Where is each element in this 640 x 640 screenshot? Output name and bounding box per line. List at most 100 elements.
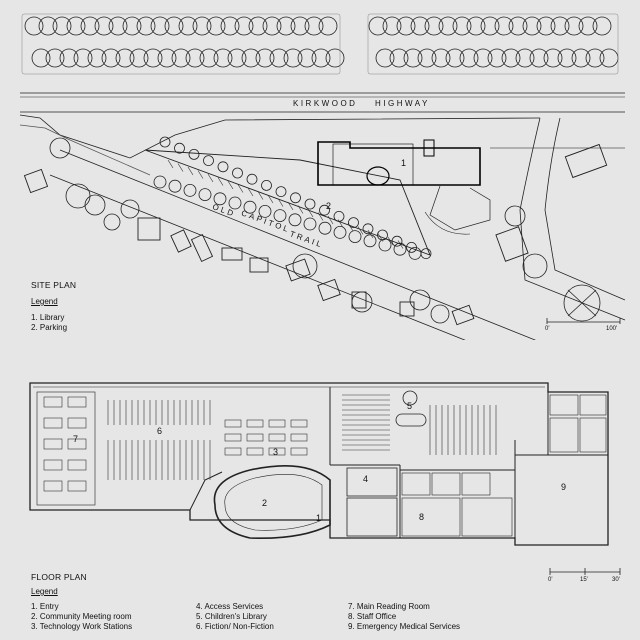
parking-stall — [357, 226, 364, 235]
entry-plaza — [429, 185, 491, 231]
tree-icon — [273, 209, 287, 223]
work-station — [246, 433, 264, 442]
tree-icon — [536, 16, 556, 36]
tree-icon — [409, 289, 431, 311]
tree-icon — [550, 16, 570, 36]
tree-icon — [198, 188, 212, 202]
floor-legend-item: 2. Community Meeting room — [31, 612, 132, 621]
tree-icon — [108, 16, 128, 36]
tree-icon — [297, 48, 317, 68]
floor-scale-bar — [549, 568, 621, 575]
tree-icon — [377, 229, 388, 241]
tree-icon — [368, 16, 388, 36]
tree-icon — [241, 48, 261, 68]
tree-icon — [31, 48, 51, 68]
tree-icon — [84, 194, 106, 216]
tree-icon — [153, 175, 167, 189]
tree-icon — [136, 16, 156, 36]
tree-icon — [382, 16, 402, 36]
tree-icon — [157, 48, 177, 68]
floor-label-ems: 9 — [561, 482, 567, 492]
floor-legend-item: 4. Access Services — [196, 602, 264, 611]
tree-icon — [311, 48, 331, 68]
tree-icon — [599, 48, 619, 68]
tree-icon — [262, 16, 282, 36]
tree-icon — [164, 16, 184, 36]
tree-icon — [333, 225, 347, 239]
site-scale-start: 0' — [545, 326, 550, 332]
tree-icon — [73, 48, 93, 68]
tree-icon — [351, 291, 373, 313]
tree-icon — [129, 48, 149, 68]
reading-tables — [43, 396, 308, 492]
tree-icon — [80, 16, 100, 36]
tree-icon — [290, 192, 301, 204]
tree-icon — [318, 221, 332, 235]
tree-icon — [213, 48, 233, 68]
tree-icon — [246, 173, 258, 185]
tree-icon — [362, 223, 374, 235]
parking-stalls — [167, 159, 404, 249]
tree-icon — [564, 16, 584, 36]
work-station — [268, 419, 286, 428]
reading-table — [67, 396, 87, 408]
work-station — [224, 433, 242, 442]
work-station — [290, 447, 308, 456]
tree-icon — [319, 204, 330, 216]
tree-icon — [578, 16, 598, 36]
road-name-kirkwood: KIRKWOOD — [293, 99, 358, 108]
tree-icon — [424, 16, 444, 36]
parking-stall — [257, 191, 264, 200]
tree-icon — [393, 242, 407, 256]
tree-icon — [143, 48, 163, 68]
tree-icon — [255, 48, 275, 68]
parking-stall — [337, 219, 344, 228]
tree-icon — [417, 48, 437, 68]
tree-icon — [94, 16, 114, 36]
floor-label-technology: 3 — [273, 447, 279, 457]
floor-label-fiction: 6 — [157, 426, 163, 436]
work-station — [246, 447, 264, 456]
tree-icon — [592, 16, 612, 36]
tree-icon — [304, 198, 316, 210]
old-capitol-trail-edge-2 — [49, 174, 466, 340]
floor-label-childrens-library: 5 — [407, 401, 413, 411]
floor-legend-item: 1. Entry — [31, 602, 59, 611]
floor-label-entry: 1 — [316, 513, 322, 523]
floor-legend-item: 6. Fiction/ Non-Fiction — [196, 622, 274, 631]
tree-icon — [206, 16, 226, 36]
tree-icon — [288, 213, 302, 227]
tree-icon — [248, 16, 268, 36]
tree-icon — [325, 48, 345, 68]
tree-icon — [303, 217, 317, 231]
tree-icon — [396, 16, 416, 36]
reading-table — [43, 480, 63, 492]
site-scale-end: 100' — [606, 326, 618, 332]
site-plan-title: SITE PLAN — [31, 280, 77, 290]
parking-stall — [177, 163, 184, 172]
tree-icon — [480, 16, 500, 36]
tree-icon — [408, 246, 422, 260]
tree-icon — [232, 167, 243, 179]
tree-icon — [466, 16, 486, 36]
parking-stall — [267, 194, 274, 204]
parking-stall — [217, 177, 224, 186]
tree-icon — [275, 186, 287, 198]
parking-stall — [367, 229, 374, 239]
tree-icon — [487, 48, 507, 68]
tree-icon — [120, 199, 140, 219]
parking-stall — [277, 198, 284, 207]
tree-icon — [59, 48, 79, 68]
tree-icon — [585, 48, 605, 68]
reading-table — [43, 438, 63, 450]
tree-icon — [543, 48, 563, 68]
reading-table — [67, 459, 87, 471]
work-station — [224, 447, 242, 456]
community-meeting-room-wall — [213, 465, 331, 540]
floor-legend-item: 5. Children's Library — [196, 612, 267, 621]
tree-icon — [283, 48, 303, 68]
tree-icon — [188, 148, 200, 160]
parking-stall — [197, 170, 204, 179]
tree-icon — [318, 16, 338, 36]
tree-row-left — [24, 16, 345, 68]
